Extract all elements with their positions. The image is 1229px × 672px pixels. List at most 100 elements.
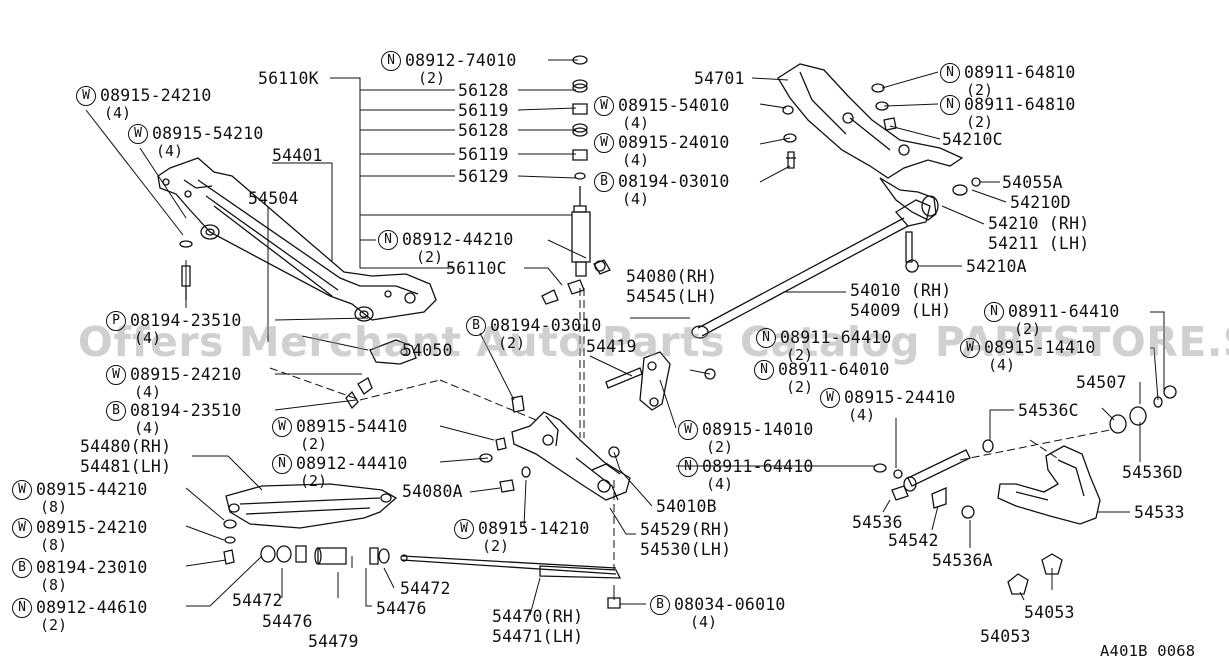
shock-absorber xyxy=(542,56,610,304)
fastener-qty: (2) xyxy=(300,472,328,490)
part-label: 54504 xyxy=(248,189,299,208)
part-label: 54481(LH) xyxy=(80,457,172,476)
part-label: 56110C xyxy=(446,259,507,278)
fastener-number: 08911-64810 xyxy=(964,95,1076,114)
diff-mount xyxy=(778,64,980,272)
fastener-qty: (2) xyxy=(482,537,510,555)
part-label: 54536 xyxy=(852,513,903,532)
callout-prefix-n: N xyxy=(12,598,32,618)
callout-prefix-w: W xyxy=(12,518,32,538)
fastener-qty: (4) xyxy=(622,190,650,208)
diagram-code: A401B 0068 xyxy=(1100,642,1196,660)
fastener-number: 08915-24210 xyxy=(36,518,148,537)
part-label: 56128 xyxy=(458,121,509,140)
part-label: 54507 xyxy=(1076,373,1127,392)
fastener-qty: (4) xyxy=(706,475,734,493)
fastener-qty: (2) xyxy=(40,616,68,634)
fastener-qty: (4) xyxy=(134,383,162,401)
fastener-qty: (2) xyxy=(300,435,328,453)
fastener-qty: (2) xyxy=(416,248,444,266)
part-label: 54470(RH) xyxy=(492,607,584,626)
fastener-number: 08915-54210 xyxy=(152,124,264,143)
callout-prefix-w: W xyxy=(272,417,292,437)
fastener-number: 08915-14410 xyxy=(984,338,1096,357)
part-label: 54471(LH) xyxy=(492,627,584,646)
part-label: 54542 xyxy=(888,531,939,550)
part-label: 54530(LH) xyxy=(640,540,732,559)
fastener-qty: (2) xyxy=(1014,320,1042,338)
fastener-qty: (4) xyxy=(848,406,876,424)
callout-prefix-p: P xyxy=(106,311,126,331)
part-label: 54480(RH) xyxy=(80,437,172,456)
lateral-link xyxy=(692,200,930,338)
callout-prefix-n: N xyxy=(940,63,960,83)
fastener-number: 08194-03010 xyxy=(618,172,730,191)
callout-prefix-n: N xyxy=(272,454,292,474)
fastener-number: 08912-44210 xyxy=(402,230,514,249)
fastener-number: 08915-14210 xyxy=(478,519,590,538)
fastener-number: 08911-64410 xyxy=(1008,302,1120,321)
part-label: 54472 xyxy=(232,591,283,610)
rear-knuckle xyxy=(480,352,715,500)
upper-arm xyxy=(874,386,1176,594)
callout-prefix-w: W xyxy=(960,338,980,358)
fastener-number: 08194-23010 xyxy=(36,558,148,577)
fastener-qty: (8) xyxy=(40,536,68,554)
fastener-number: 08911-64410 xyxy=(780,328,892,347)
part-label: 54419 xyxy=(586,337,637,356)
fastener-qty: (2) xyxy=(786,346,814,364)
fastener-number: 08915-24210 xyxy=(100,86,212,105)
fastener-qty: (2) xyxy=(966,113,994,131)
fastener-qty: (4) xyxy=(104,104,132,122)
callout-prefix-w: W xyxy=(454,519,474,539)
callout-prefix-w: W xyxy=(12,480,32,500)
callout-prefix-w: W xyxy=(594,96,614,116)
part-label: 54210A xyxy=(966,257,1027,276)
callout-prefix-w: W xyxy=(594,133,614,153)
callout-prefix-w: W xyxy=(128,124,148,144)
part-label: 56129 xyxy=(458,167,509,186)
fastener-qty: (4) xyxy=(156,142,184,160)
part-label: 54529(RH) xyxy=(640,520,732,539)
callout-prefix-v: W xyxy=(820,388,840,408)
callout-prefix-b: B xyxy=(466,316,486,336)
fastener-qty: (4) xyxy=(134,329,162,347)
callout-prefix-n: N xyxy=(381,51,401,71)
callout-prefix-b: B xyxy=(106,401,126,421)
fastener-qty: (8) xyxy=(40,576,68,594)
fastener-qty: (4) xyxy=(690,613,718,631)
part-label: 54009 (LH) xyxy=(850,301,952,320)
part-label: 54053 xyxy=(980,627,1031,646)
fastener-number: 08915-54010 xyxy=(618,96,730,115)
callout-prefix-n: N xyxy=(940,95,960,115)
part-label: 54476 xyxy=(376,599,427,618)
part-label: 54010B xyxy=(656,497,717,516)
fastener-qty: (4) xyxy=(622,151,650,169)
fastener-number: 08915-54410 xyxy=(296,417,408,436)
fastener-number: 08194-23510 xyxy=(130,311,242,330)
fastener-number: 08912-74010 xyxy=(405,51,517,70)
part-label: 54053 xyxy=(1024,603,1075,622)
fastener-number: 08911-64010 xyxy=(778,360,890,379)
fastener-qty: (2) xyxy=(498,334,526,352)
part-label: 54055A xyxy=(1002,173,1063,192)
part-label: 54476 xyxy=(262,612,313,631)
callout-prefix-n: N xyxy=(754,360,774,380)
fastener-number: 08915-14010 xyxy=(702,420,814,439)
fastener-qty: (2) xyxy=(966,81,994,99)
rear-crossmember xyxy=(158,158,436,408)
part-label: 54080(RH) xyxy=(626,267,718,286)
part-label: 56119 xyxy=(458,145,509,164)
fastener-number: 08915-44210 xyxy=(36,480,148,499)
callout-prefix-w: W xyxy=(106,365,126,385)
part-label: 56110K xyxy=(258,69,319,88)
part-label: 56119 xyxy=(458,101,509,120)
fastener-number: 08915-24010 xyxy=(618,133,730,152)
trailing-arm xyxy=(224,484,396,564)
part-label: 54536C xyxy=(1018,401,1079,420)
leader-lines xyxy=(86,60,1164,615)
fastener-number: 08194-23510 xyxy=(130,401,242,420)
callout-prefix-n: N xyxy=(678,457,698,477)
